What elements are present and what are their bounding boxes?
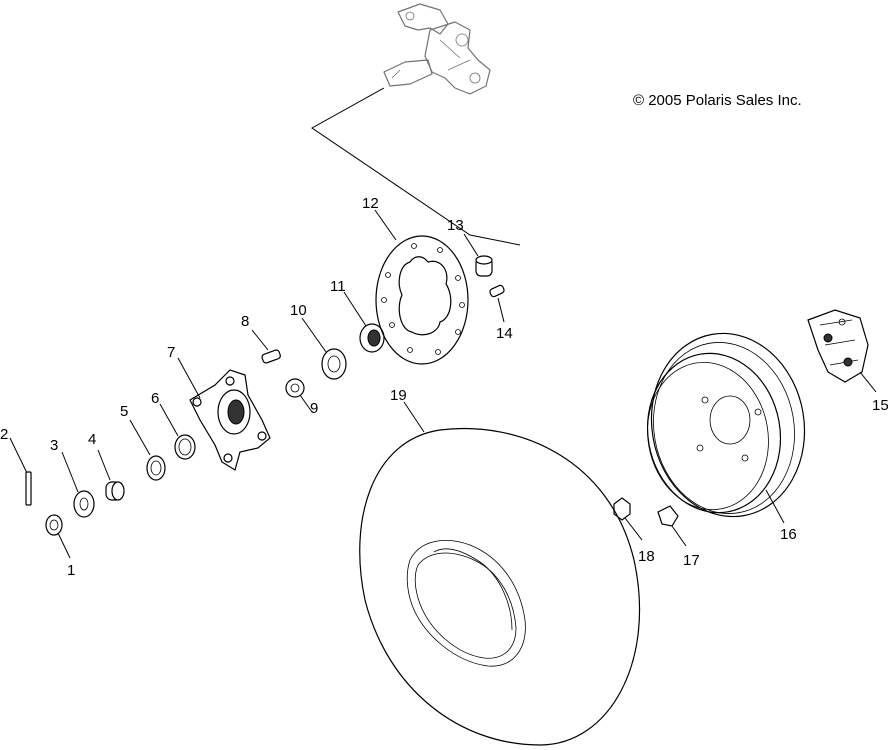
callout-17: 17	[683, 552, 700, 569]
part-5-seal	[129, 419, 166, 481]
callout-18: 18	[638, 548, 655, 565]
callout-4: 4	[88, 431, 96, 448]
callout-10: 10	[290, 302, 307, 319]
part-14-bolt	[489, 284, 505, 323]
part-7-wheel-hub	[177, 357, 271, 471]
callout-1: 1	[67, 562, 75, 579]
part-3-washer	[61, 451, 95, 518]
callout-9: 9	[310, 400, 318, 417]
part-8-wheel-stud	[251, 329, 281, 364]
copyright-text: © 2005 Polaris Sales Inc.	[633, 92, 802, 109]
callout-8: 8	[241, 313, 249, 330]
part-12-brake-disc	[374, 209, 469, 365]
callout-2: 2	[0, 426, 8, 443]
part-6-bearing	[159, 403, 196, 460]
callout-5: 5	[120, 403, 128, 420]
callout-14: 14	[496, 325, 513, 342]
part-10-bearing	[301, 317, 347, 380]
callout-11: 11	[330, 278, 346, 295]
part-17-lug-nut	[657, 505, 687, 547]
part-4-spacer	[97, 449, 125, 501]
part-9-sleeve	[285, 378, 313, 413]
callout-15: 15	[872, 397, 889, 414]
spindle-knuckle-drawing	[383, 3, 491, 95]
callout-7: 7	[167, 344, 175, 361]
part-11-seal	[343, 291, 385, 353]
assembly-reference-line	[311, 87, 521, 246]
callout-13: 13	[447, 217, 464, 234]
callout-12: 12	[362, 195, 379, 212]
callout-16: 16	[780, 526, 797, 543]
callout-19: 19	[390, 387, 407, 404]
part-2-cotter-pin	[9, 437, 32, 506]
callout-3: 3	[50, 437, 58, 454]
part-15-brake-caliper	[807, 309, 877, 393]
part-18-nut	[613, 497, 643, 541]
part-1-castle-nut	[45, 514, 71, 559]
part-13-bushing	[463, 233, 493, 277]
part-19-tire	[359, 401, 641, 746]
part-16-wheel-rim	[646, 332, 806, 524]
callout-labels: 1 2 3 4 5 6 7 8 9 10 11 12 13 14 15 16 1…	[0, 195, 889, 579]
callout-6: 6	[151, 390, 159, 407]
